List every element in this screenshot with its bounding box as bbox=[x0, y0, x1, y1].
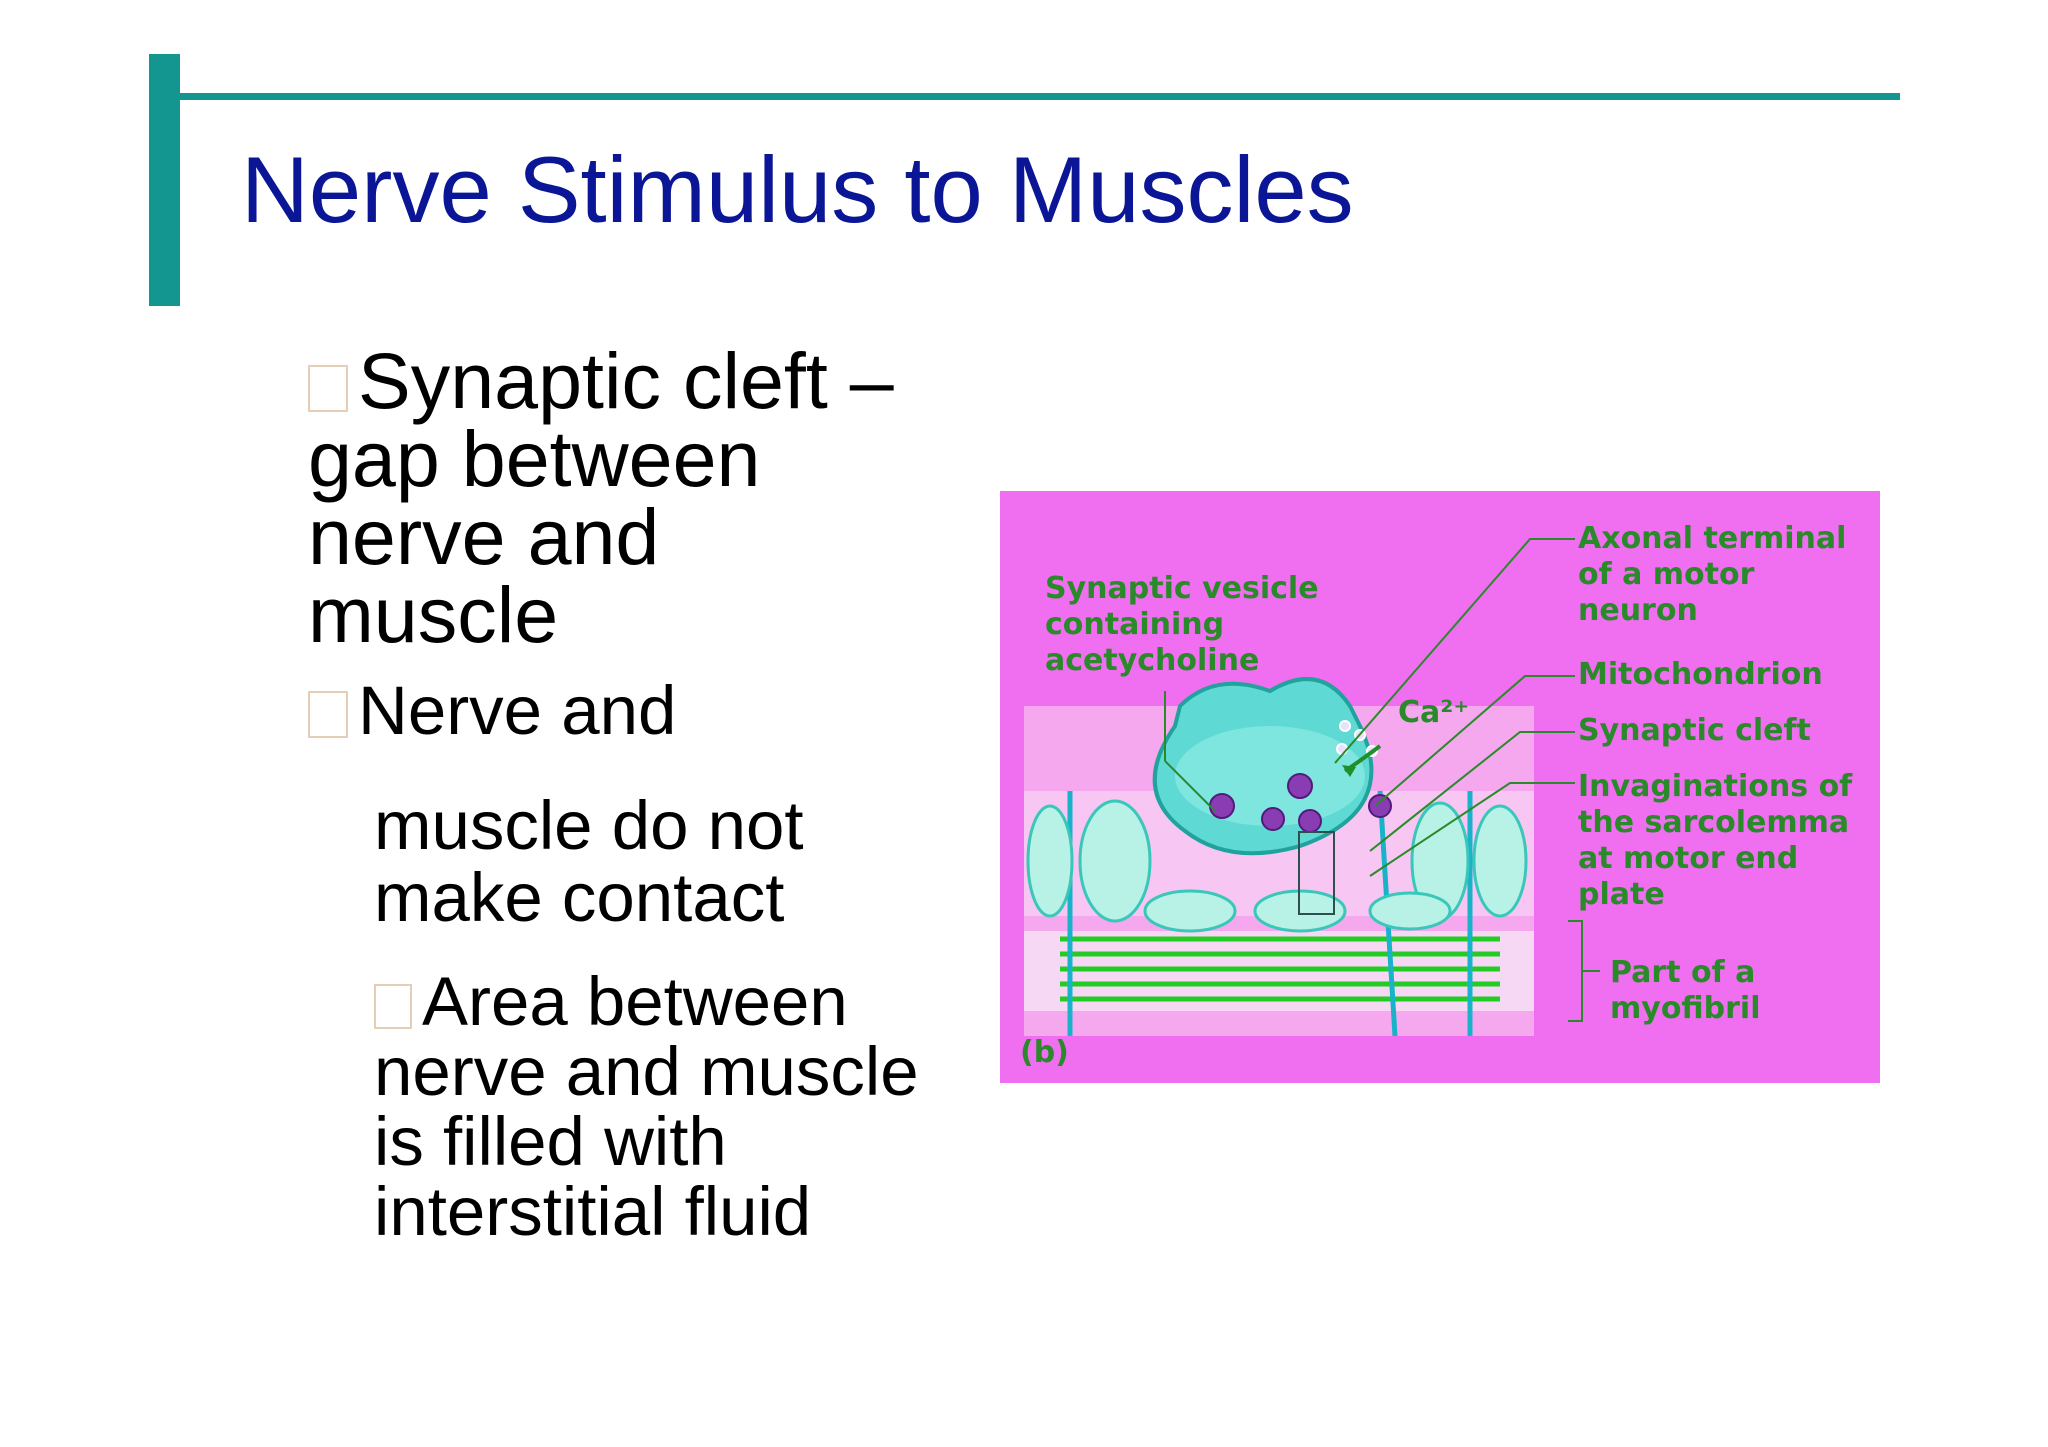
title-frame-horizontal-rule bbox=[180, 93, 1900, 100]
label-axonal-terminal: Axonal terminal bbox=[1578, 521, 1846, 556]
sarcolemma-folds bbox=[1026, 799, 1528, 933]
bullet-marker-icon bbox=[308, 365, 348, 412]
junction-diagram: Synaptic vesicle containing acetycholine… bbox=[1000, 491, 1880, 1083]
neuromuscular-junction-figure: Synaptic vesicle containing acetycholine… bbox=[1000, 491, 1880, 1083]
label-synaptic-vesicle: acetycholine bbox=[1045, 643, 1259, 678]
label-calcium: Ca²⁺ bbox=[1398, 695, 1469, 730]
bullet-text: Synaptic cleft – bbox=[358, 336, 894, 425]
bullet-text: Nerve and bbox=[358, 672, 677, 749]
title-frame-vertical-bar bbox=[149, 54, 180, 306]
bullet-text: muscle bbox=[308, 570, 559, 659]
myofibril bbox=[1024, 790, 1534, 1037]
bullet-text: muscle do not bbox=[374, 787, 804, 864]
axon-terminal bbox=[1152, 677, 1392, 915]
label-myofibril: Part of a bbox=[1610, 955, 1755, 990]
synaptic-vesicle-icons bbox=[1209, 773, 1392, 833]
bullet-text: nerve and muscle bbox=[374, 1033, 919, 1110]
bullet-text: nerve and bbox=[308, 492, 660, 581]
bullet-text: is filled with bbox=[374, 1103, 727, 1180]
label-leader-lines bbox=[1164, 538, 1600, 1022]
bullet-marker-icon bbox=[308, 691, 348, 738]
label-synaptic-cleft: Synaptic cleft bbox=[1578, 713, 1811, 748]
bullet-text: Area between bbox=[422, 963, 848, 1040]
label-invaginations: the sarcolemma bbox=[1578, 805, 1849, 840]
bullet-text: interstitial fluid bbox=[374, 1173, 812, 1250]
bullet-text: gap between bbox=[308, 414, 761, 503]
label-synaptic-vesicle: containing bbox=[1045, 607, 1224, 642]
label-invaginations: at motor end bbox=[1578, 841, 1798, 876]
bullet-no-contact: Nerve and muscle do not make contact bbox=[308, 672, 1008, 934]
bullet-synaptic-cleft: Synaptic cleft – gap between nerve and m… bbox=[308, 341, 1008, 659]
bullet-interstitial-fluid: Area between nerve and muscle is filled … bbox=[374, 967, 994, 1247]
bullet-marker-icon bbox=[374, 984, 412, 1029]
panel-label: (b) bbox=[1020, 1035, 1069, 1070]
bullet-text: make contact bbox=[374, 859, 785, 936]
label-invaginations: plate bbox=[1578, 877, 1665, 912]
label-synaptic-vesicle: Synaptic vesicle bbox=[1045, 571, 1319, 606]
label-invaginations: Invaginations of bbox=[1578, 769, 1853, 804]
label-axonal-terminal: neuron bbox=[1578, 593, 1698, 628]
slide-title: Nerve Stimulus to Muscles bbox=[241, 137, 1354, 242]
label-axonal-terminal: of a motor bbox=[1578, 557, 1755, 592]
label-mitochondrion: Mitochondrion bbox=[1578, 657, 1823, 692]
figure-labels: Synaptic vesicle containing acetycholine… bbox=[1020, 521, 1853, 1070]
label-myofibril: myofibril bbox=[1610, 991, 1761, 1026]
